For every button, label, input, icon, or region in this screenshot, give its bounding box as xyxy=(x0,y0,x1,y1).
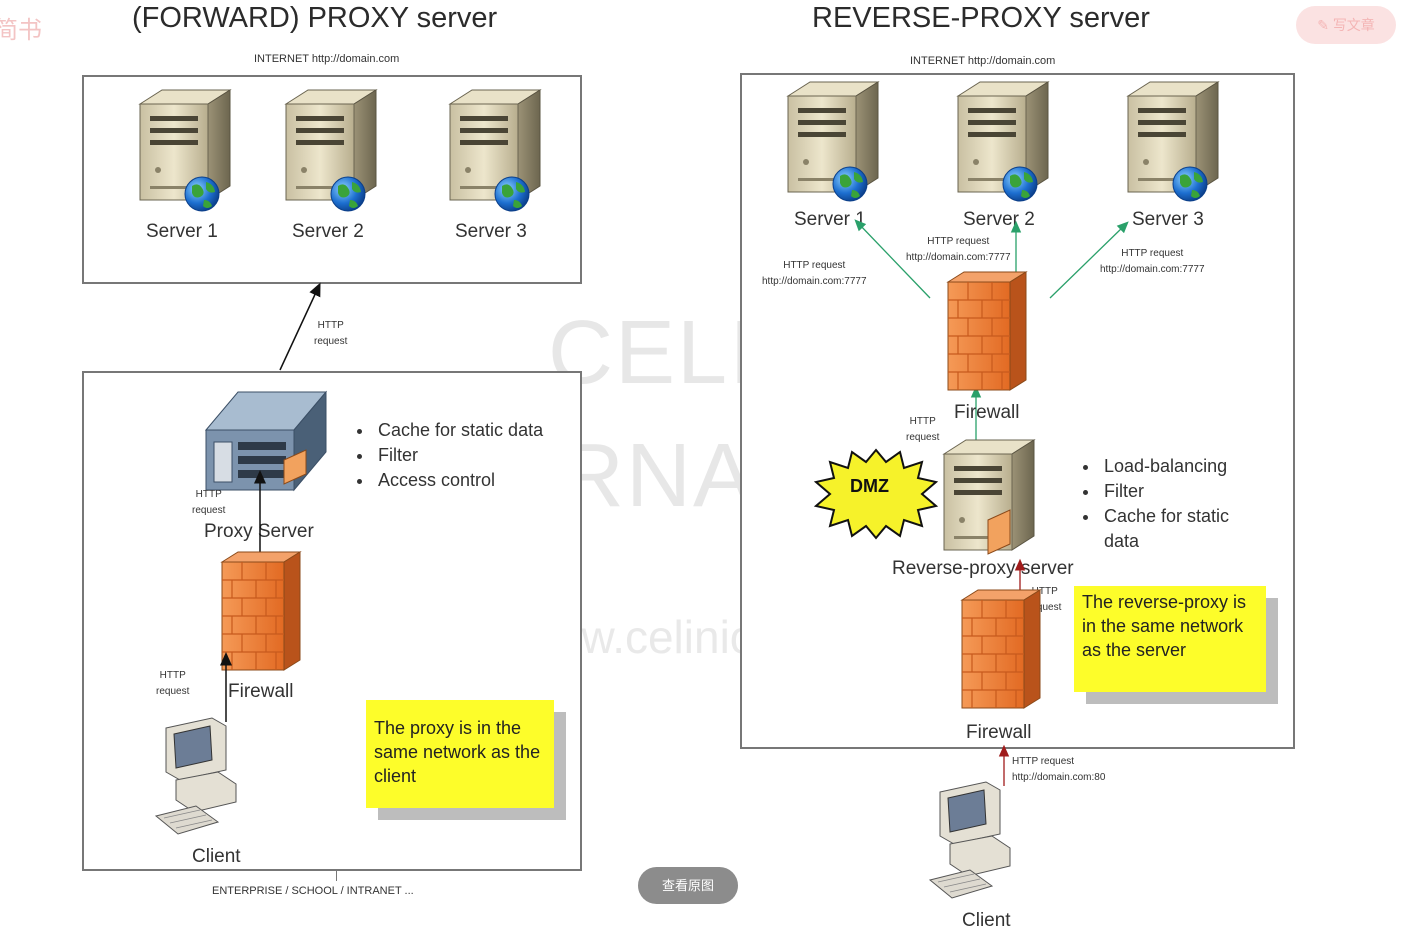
reverse-dmz-http-request: HTTP request xyxy=(906,416,940,443)
forward-bottom-label: ENTERPRISE / SCHOOL / INTRANET ... xyxy=(212,885,414,897)
forward-server-1-icon xyxy=(139,89,231,212)
reverse-firewall-top-icon xyxy=(947,271,1027,391)
forward-features-list: Cache for static data Filter Access cont… xyxy=(348,418,543,493)
forward-firewall-label: Firewall xyxy=(228,681,294,702)
reverse-firewall-bottom-icon xyxy=(961,589,1041,709)
forward-internet-label: INTERNET http://domain.com xyxy=(254,53,400,65)
reverse-proxy-server-icon xyxy=(943,439,1035,555)
reverse-feature-item: Cache for static data xyxy=(1100,504,1264,554)
forward-client-label: Client xyxy=(192,846,241,867)
write-article-label: 写文章 xyxy=(1332,17,1375,33)
forward-feature-item: Cache for static data xyxy=(374,418,543,443)
forward-server-2-label: Server 2 xyxy=(292,221,364,242)
dmz-label: DMZ xyxy=(850,476,889,496)
forward-server-3-icon xyxy=(449,89,541,212)
view-original-button[interactable]: 查看原图 xyxy=(638,867,738,904)
reverse-req-right: HTTP request http://domain.com:7777 xyxy=(1100,248,1205,275)
reverse-proxy-server-label: Reverse-proxy server xyxy=(892,558,1074,579)
forward-feature-item: Access control xyxy=(374,468,543,493)
reverse-req-left: HTTP request http://domain.com:7777 xyxy=(762,260,867,287)
reverse-firewall-top-label: Firewall xyxy=(954,402,1020,423)
reverse-feature-item: Filter xyxy=(1100,479,1264,504)
forward-feature-item: Filter xyxy=(374,443,543,468)
forward-enterprise-box xyxy=(82,371,582,871)
forward-top-arrow xyxy=(279,282,321,371)
reverse-note: The reverse-proxy is in the same network… xyxy=(1074,586,1266,692)
reverse-req-mid: HTTP request http://domain.com:7777 xyxy=(906,236,1011,263)
reverse-red-arrow-lower xyxy=(998,744,1010,786)
reverse-feature-item: Load-balancing xyxy=(1100,454,1264,479)
view-original-label: 查看原图 xyxy=(661,878,714,893)
proxy-server-icon xyxy=(204,390,328,492)
forward-server-1-label: Server 1 xyxy=(146,221,218,242)
reverse-server-3-label: Server 3 xyxy=(1132,209,1204,230)
write-article-button[interactable]: ✎ 写文章 xyxy=(1296,6,1396,44)
forward-client-icon xyxy=(155,717,237,835)
forward-client-http-request: HTTP request xyxy=(156,670,190,697)
reverse-features-list: Load-balancing Filter Cache for static d… xyxy=(1074,454,1264,554)
forward-server-3-label: Server 3 xyxy=(455,221,527,242)
forward-proxy-http-request: HTTP request xyxy=(192,489,226,516)
reverse-green-arrows xyxy=(854,219,1129,445)
reverse-fw-http-request: HTTP request xyxy=(1028,586,1062,613)
reverse-client-http-request: HTTP request http://domain.com:80 xyxy=(1012,756,1106,783)
reverse-internet-label: INTERNET http://domain.com xyxy=(910,55,1056,67)
reverse-firewall-bottom-label: Firewall xyxy=(966,722,1032,743)
forward-arrow-to-proxy xyxy=(254,470,266,562)
forward-arrow-to-firewall xyxy=(220,652,232,722)
corner-text: 简书 xyxy=(0,17,42,44)
reverse-server-1-label: Server 1 xyxy=(794,209,866,230)
reverse-client-icon xyxy=(929,781,1011,899)
forward-title: (FORWARD) PROXY server xyxy=(132,2,498,34)
forward-top-http-request: HTTP request xyxy=(314,320,348,347)
forward-bottom-tick xyxy=(336,869,337,881)
forward-note: The proxy is in the same network as the … xyxy=(366,700,554,808)
forward-server-2-icon xyxy=(285,89,377,212)
pencil-icon: ✎ xyxy=(1317,17,1329,33)
reverse-title: REVERSE-PROXY server xyxy=(812,2,1150,34)
reverse-client-label: Client xyxy=(962,910,1011,931)
dmz-burst-icon xyxy=(813,448,939,540)
proxy-server-label: Proxy Server xyxy=(204,521,314,542)
